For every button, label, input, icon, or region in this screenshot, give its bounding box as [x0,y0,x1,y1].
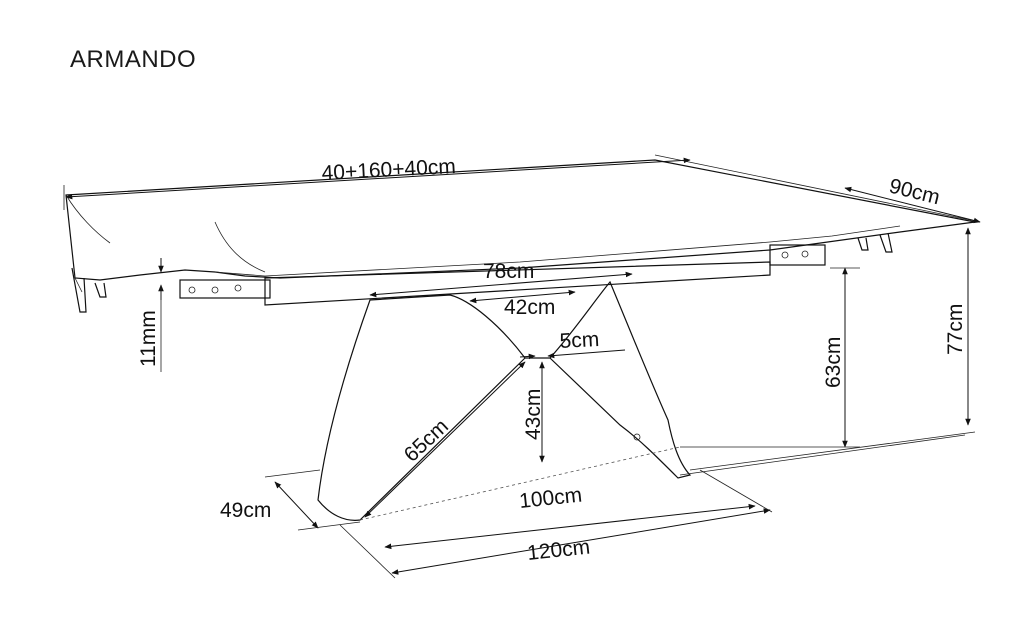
label-base-inner: 100cm [518,484,583,513]
label-top-thickness: 11mm [137,310,160,367]
dimension-lines [63,154,981,579]
label-leg-height: 63cm [822,337,845,388]
label-depth: 90cm [887,175,942,210]
label-joint: 5cm [559,328,600,353]
label-base-length: 120cm [526,536,591,565]
butterfly-base [317,280,966,521]
label-leg-side: 65cm [400,415,453,467]
product-title: ARMANDO [70,46,197,73]
label-height: 77cm [944,304,967,355]
label-leg-inner: 43cm [522,389,545,440]
table-top [65,159,976,313]
frame-rail [179,244,826,306]
label-top-span: 78cm [483,260,534,283]
label-length: 40+160+40cm [321,155,456,185]
label-inner-span: 42cm [504,296,555,319]
label-base-depth: 49cm [220,499,271,522]
